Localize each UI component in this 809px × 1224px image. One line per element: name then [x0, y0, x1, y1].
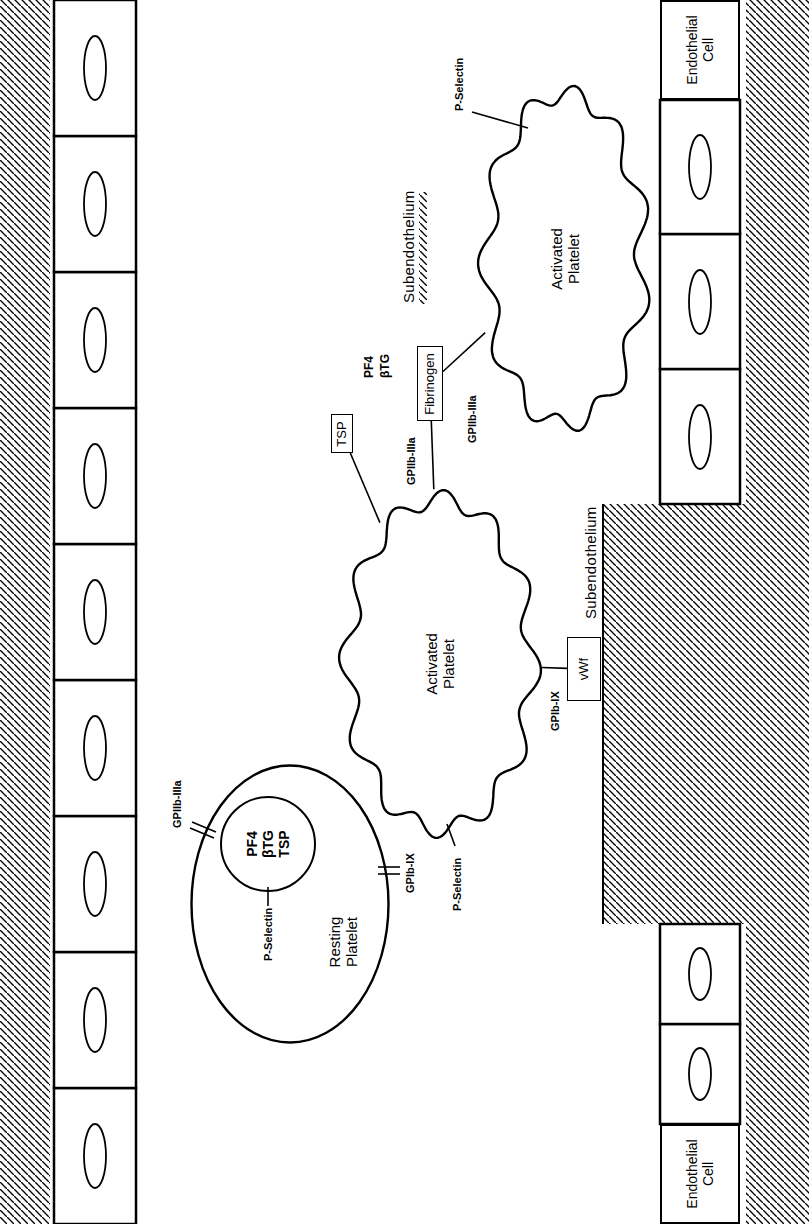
subendothelium-hatch — [746, 0, 809, 504]
receptor-label: GPIb-IX — [548, 690, 562, 732]
node-text: PF4 βTG TSP — [244, 822, 292, 866]
receptor-label: GPIIb-IIIa — [465, 394, 479, 444]
connector — [350, 453, 380, 523]
node-text: Activated Platelet — [548, 209, 583, 309]
receptor-label: GPIb-IX — [403, 852, 417, 894]
endothelial-cell — [54, 1088, 136, 1224]
node-text: vWf — [577, 658, 592, 680]
subendothelium-hatch — [746, 924, 809, 1224]
subendothelium-hatch — [0, 0, 50, 1224]
connector — [542, 667, 567, 670]
nucleus — [84, 580, 106, 644]
receptor-tick — [378, 873, 400, 875]
cell-nuclei — [84, 36, 106, 1188]
nucleus — [84, 1124, 106, 1188]
vwf-box: vWf — [567, 637, 601, 701]
nucleus — [689, 135, 711, 199]
platelet-membrane — [339, 490, 541, 838]
receptor-label: GPIIb-IIIa — [170, 779, 184, 829]
nucleus — [84, 36, 106, 100]
nucleus — [84, 308, 106, 372]
node-text: Endothelial Cell — [684, 5, 716, 95]
granule-content: PF4 — [362, 355, 376, 379]
fibrinogen-box: Fibrinogen — [417, 347, 443, 422]
node-text: Activated Platelet — [423, 614, 458, 714]
connector — [443, 333, 485, 372]
node-text: Endothelial Cell — [684, 1129, 716, 1219]
receptor-label: P-Selectin — [261, 907, 275, 962]
node-text: TSP — [335, 421, 350, 446]
platelet-membrane — [478, 86, 649, 431]
top-endothelium — [54, 0, 136, 1224]
nucleus — [84, 852, 106, 916]
activated-platelet: Activated Platelet — [475, 82, 655, 436]
receptor-ticks — [190, 112, 528, 906]
granule-content: βTG — [378, 353, 392, 379]
endothelial-cell — [660, 1024, 740, 1124]
nucleus — [84, 716, 106, 780]
endothelial-cell — [54, 680, 136, 816]
receptor-label: P-Selectin — [452, 57, 466, 112]
receptor-tick — [472, 112, 528, 128]
endothelial-cell — [54, 0, 136, 136]
exposed-subendothelium — [604, 504, 809, 924]
nucleus — [84, 444, 106, 508]
receptor-tick — [192, 822, 216, 832]
endothelial-cell — [54, 408, 136, 544]
connector — [431, 421, 434, 489]
endothelial-cell — [54, 544, 136, 680]
endothelial-cell — [660, 369, 740, 504]
platelet-membrane — [192, 766, 389, 1043]
region-label: Subendothelium — [400, 189, 418, 304]
nucleus — [689, 270, 711, 334]
endothelial-cell — [54, 272, 136, 408]
endothelial-cell: Endothelial Cell — [660, 1124, 740, 1224]
receptor-tick — [378, 866, 400, 868]
endothelial-cell — [660, 924, 740, 1024]
resting-platelet: Resting Platelet PF4 βTG TSP — [190, 764, 390, 1044]
receptor-label: GPIIb-IIIa — [404, 436, 418, 486]
node-text: Fibrinogen — [423, 353, 438, 414]
nucleus — [84, 988, 106, 1052]
node-text: Resting Platelet — [326, 892, 361, 992]
tsp-box: TSP — [331, 415, 353, 454]
region-label: Subendothelium — [582, 505, 600, 620]
activated-platelet: Activated Platelet — [336, 487, 544, 841]
endothelial-cell — [54, 816, 136, 952]
label-hatch — [419, 192, 427, 304]
endothelial-cell: Endothelial Cell — [660, 0, 740, 100]
granule: PF4 βTG TSP — [220, 796, 316, 892]
exposed-surface — [602, 504, 604, 924]
receptor-tick — [267, 887, 269, 906]
nucleus — [689, 405, 711, 469]
endothelial-cell — [54, 952, 136, 1088]
endothelial-cell — [660, 234, 740, 369]
endothelial-cell — [54, 136, 136, 272]
platelet-outline — [190, 764, 390, 1044]
nucleus — [689, 948, 711, 1000]
endothelial-cell — [660, 100, 740, 234]
nucleus — [84, 172, 106, 236]
receptor-label: P-Selectin — [450, 857, 464, 912]
nucleus — [689, 1048, 711, 1100]
